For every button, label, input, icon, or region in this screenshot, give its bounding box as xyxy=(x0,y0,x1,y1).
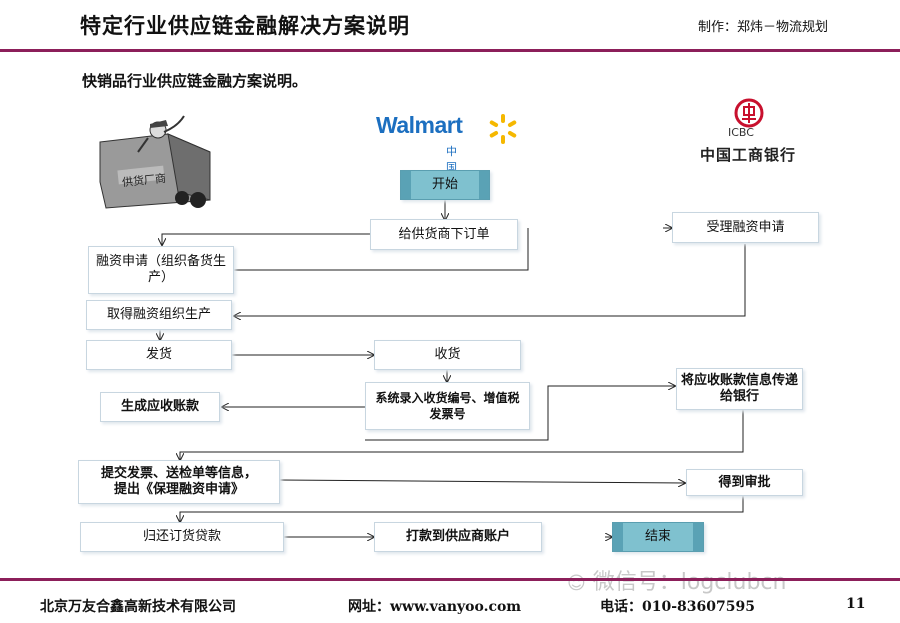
approve-node: 得到审批 xyxy=(686,469,803,496)
record-node: 系统录入收货编号、增值税发票号 xyxy=(365,382,530,430)
footer-divider xyxy=(0,578,900,581)
end-node: 结束 xyxy=(612,522,704,552)
receive-node: 收货 xyxy=(374,340,521,370)
submit-node: 提交发票、送检单等信息， 提出《保理融资申请》 xyxy=(78,460,280,504)
footer-phone: 电话：010-83607595 xyxy=(600,599,755,615)
receivable-node: 生成应收账款 xyxy=(100,392,220,422)
end-label: 结束 xyxy=(644,529,671,544)
financing-node: 融资申请（组织备货生产） xyxy=(88,246,234,294)
author-label: 制作：郑炜－物流规划 xyxy=(698,20,829,35)
header-divider xyxy=(0,49,900,52)
wechat-icon: ☺ xyxy=(567,573,586,594)
footer-company: 北京万友合鑫高新技术有限公司 xyxy=(40,599,236,615)
order-node: 给供货商下订单 xyxy=(370,219,518,250)
produce-node: 取得融资组织生产 xyxy=(86,300,232,330)
page-number: 11 xyxy=(846,596,866,612)
submit-line1: 提交发票、送检单等信息， xyxy=(100,466,257,481)
section-subtitle: 快销品行业供应链金融方案说明。 xyxy=(82,72,308,90)
apply-node: 受理融资申请 xyxy=(672,212,819,243)
start-label: 开始 xyxy=(431,177,458,192)
transfer-node: 将应收账款信息传递给银行 xyxy=(676,368,803,410)
ship-node: 发货 xyxy=(86,340,232,370)
walmart-wordmark: Walmart xyxy=(376,112,463,138)
supplier-truck-illustration: 供货厂商 xyxy=(98,112,218,216)
start-node: 开始 xyxy=(400,170,490,200)
watermark-text: 微信号：logclubcn xyxy=(592,570,787,595)
icbc-emblem-icon xyxy=(734,98,764,128)
icbc-wordmark: ICBC xyxy=(728,126,754,139)
footer-website: 网址：www.vanyoo.com xyxy=(348,599,522,615)
walmart-spark-icon xyxy=(489,114,517,144)
repay-node: 归还订货贷款 xyxy=(80,522,284,552)
pay-node: 打款到供应商账户 xyxy=(374,522,542,552)
walmart-cn-label: 中国 xyxy=(446,145,457,174)
page-title: 特定行业供应链金融解决方案说明 xyxy=(80,13,410,38)
icbc-cn-label: 中国工商银行 xyxy=(700,146,797,164)
submit-line2: 提出《保理融资申请》 xyxy=(113,482,244,497)
